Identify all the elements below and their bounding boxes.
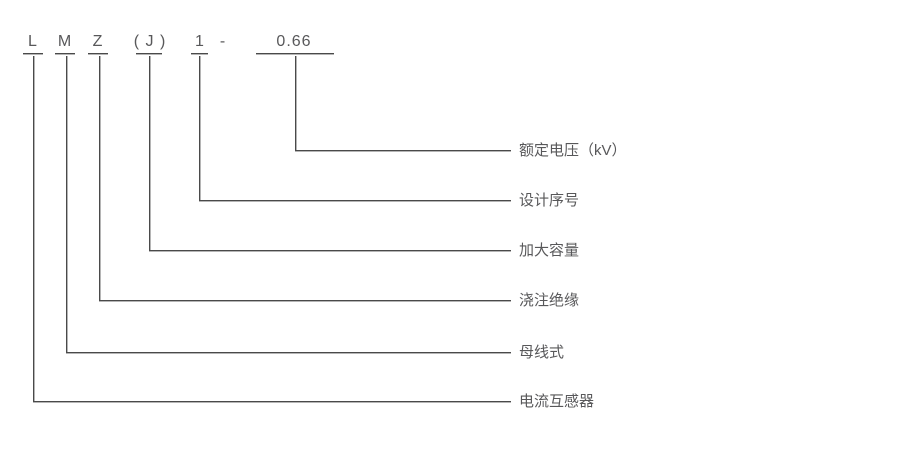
code-digit-1: 1: [195, 33, 205, 50]
label-rated-voltage: 额定电压（kV）: [519, 142, 627, 159]
code-letter-j: ( J ): [133, 33, 167, 50]
code-value-voltage: 0.66: [276, 33, 312, 50]
connector-horizontal-serial: [199, 200, 511, 201]
code-letter-z: Z: [92, 33, 104, 50]
code-letter-l: L: [28, 33, 38, 50]
label-design-serial: 设计序号: [519, 192, 580, 209]
connector-vertical-voltage: [295, 56, 296, 150]
connector-horizontal-capacity: [149, 250, 511, 251]
code-separator-dash: -: [219, 33, 227, 50]
code-letter-m: M: [57, 33, 73, 50]
code-underline-m: [55, 53, 75, 54]
code-underline-j: [136, 53, 162, 54]
connector-vertical-capacity: [149, 56, 150, 250]
connector-horizontal-voltage: [295, 150, 511, 151]
connector-vertical-transformer: [33, 56, 34, 401]
label-busbar-type: 母线式: [519, 344, 565, 361]
connector-horizontal-insulation: [99, 300, 511, 301]
label-cast-insulation: 浇注绝缘: [519, 292, 580, 309]
connector-vertical-busbar: [66, 56, 67, 352]
label-current-transformer: 电流互感器: [519, 393, 595, 410]
code-underline-1: [191, 53, 208, 54]
code-underline-voltage: [256, 53, 334, 54]
label-enlarged-capacity: 加大容量: [519, 242, 580, 259]
code-underline-l: [23, 53, 43, 54]
connector-vertical-insulation: [99, 56, 100, 300]
connector-horizontal-busbar: [66, 352, 511, 353]
connector-vertical-serial: [199, 56, 200, 200]
connector-horizontal-transformer: [33, 401, 511, 402]
code-underline-z: [88, 53, 108, 54]
